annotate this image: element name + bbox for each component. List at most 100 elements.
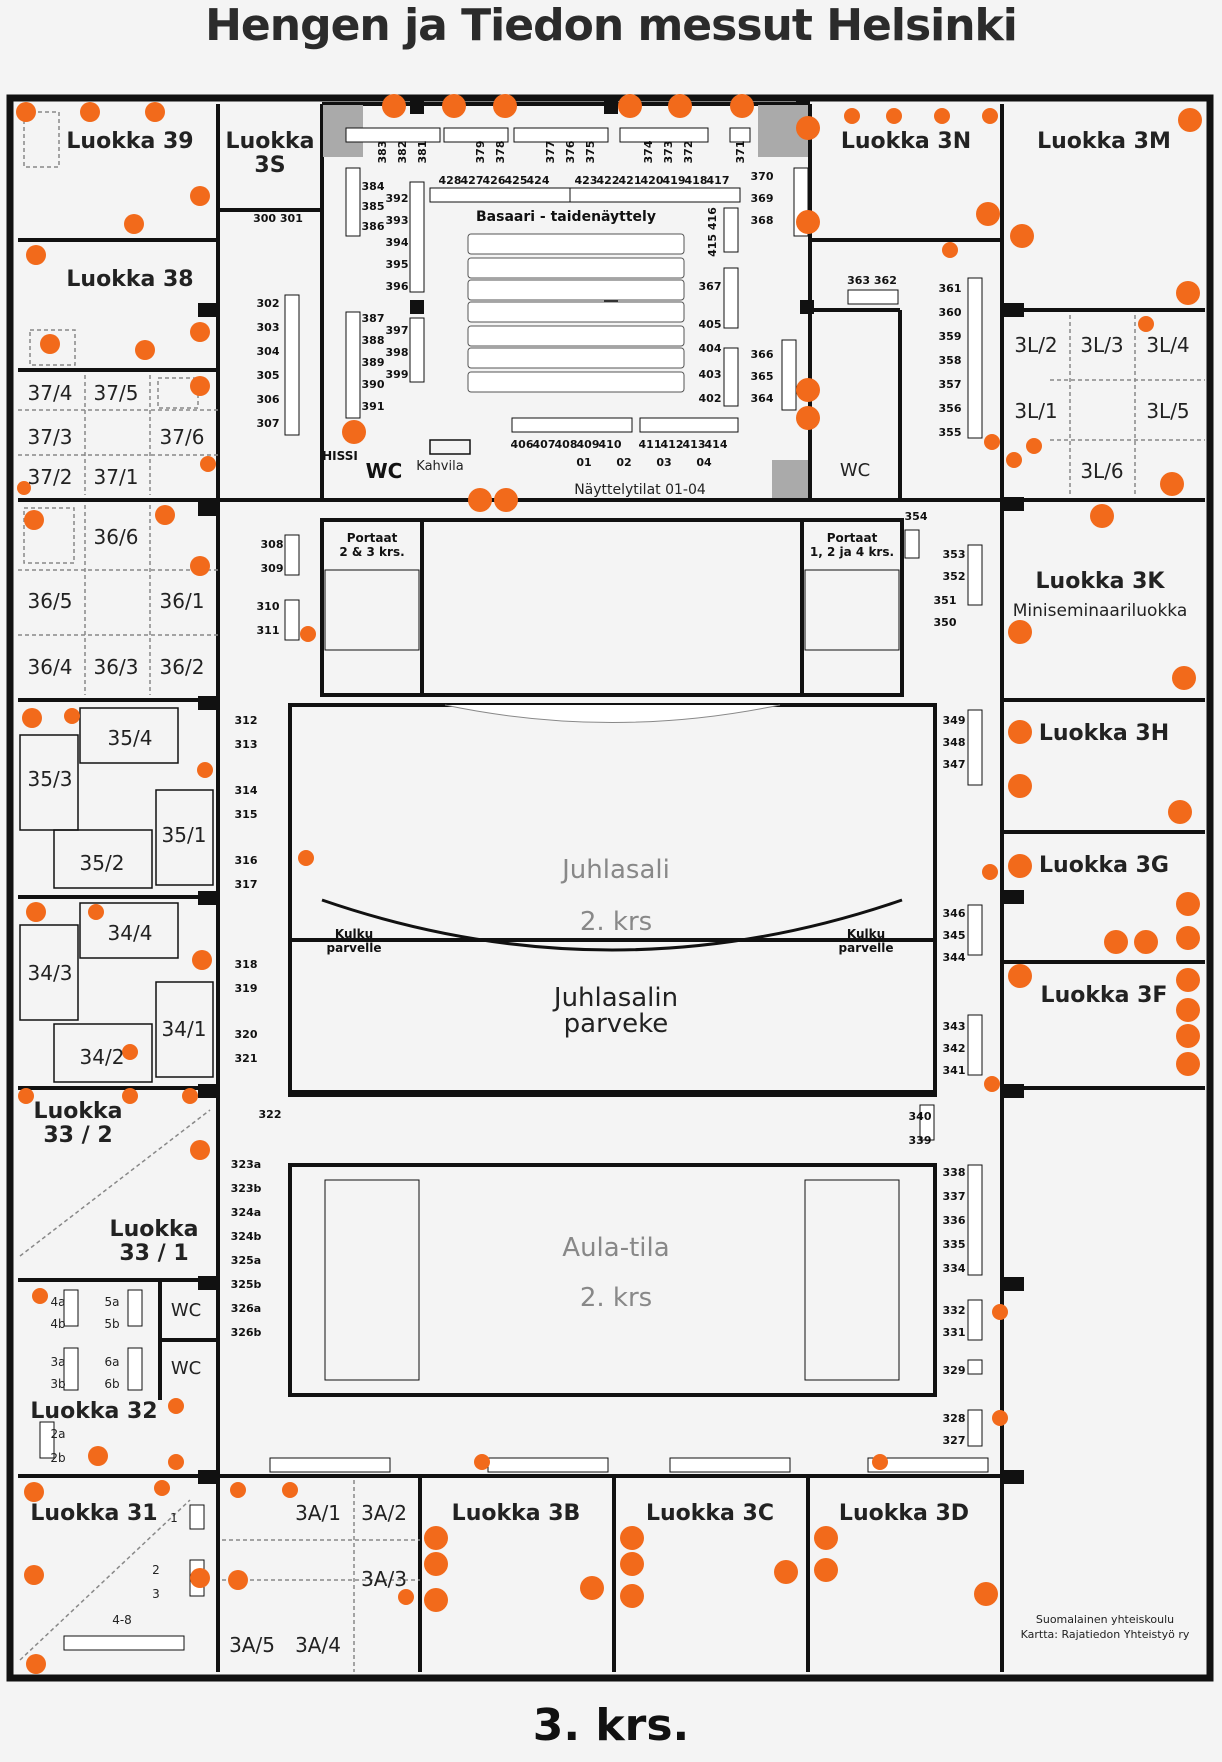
- room-luokka-3d: Luokka 3D: [839, 1501, 969, 1526]
- stand-319: 319: [235, 982, 258, 995]
- stand-328: 328: [943, 1412, 966, 1425]
- stand-302: 302: [257, 297, 280, 310]
- subroom-5b: 5b: [104, 1317, 119, 1331]
- stand-383: 383: [376, 141, 389, 164]
- kulku-right-line1: Kulku: [847, 927, 885, 941]
- stand-428: 428: [439, 174, 462, 187]
- nayttely-label: Näyttelytilat 01-04: [574, 482, 706, 498]
- credits-map: Kartta: Rajatiedon Yhteistyö ry: [1020, 1628, 1190, 1641]
- stand-411: 411: [639, 438, 662, 451]
- subroom-3b: 3b: [50, 1377, 65, 1391]
- portaat-left-line2: 2 & 3 krs.: [339, 545, 404, 559]
- stand-387: 387: [362, 312, 385, 325]
- stand-379: 379: [474, 141, 487, 164]
- portaat-right-line1: Portaat: [827, 531, 878, 545]
- stand-373: 373: [662, 141, 675, 164]
- stand-423: 423: [575, 174, 598, 187]
- stand-312: 312: [235, 714, 258, 727]
- portaat-right-line2: 1, 2 ja 4 krs.: [810, 545, 894, 559]
- subroom-4b: 4b: [50, 1317, 65, 1331]
- stand-386: 386: [362, 220, 385, 233]
- stand-395: 395: [386, 258, 409, 271]
- stand-341: 341: [943, 1064, 966, 1077]
- subroom-6b: 6b: [104, 1377, 119, 1391]
- stand-325a: 325a: [231, 1254, 261, 1267]
- stand-340: 340: [909, 1110, 932, 1123]
- stand-309: 309: [261, 562, 284, 575]
- stand-355: 355: [939, 426, 962, 439]
- stand-315: 315: [235, 808, 258, 821]
- room-luokka-3n: Luokka 3N: [841, 129, 971, 154]
- stand-396: 396: [386, 280, 409, 293]
- stand-381: 381: [416, 141, 429, 164]
- aula-label: Aula-tila: [562, 1233, 669, 1263]
- stand-326b: 326b: [231, 1326, 262, 1339]
- subroom-36-1: 36/1: [160, 589, 205, 613]
- hissi-label: HISSI: [322, 449, 358, 463]
- stand-304: 304: [257, 345, 280, 358]
- subroom-37-3: 37/3: [28, 425, 73, 449]
- subroom-2: 2: [152, 1563, 160, 1577]
- stand-370: 370: [751, 170, 774, 183]
- parveke-line1: Juhlasalin: [552, 983, 678, 1013]
- wc-label-left-2: WC: [171, 1358, 201, 1379]
- stand-374: 374: [642, 140, 655, 163]
- stand-385: 385: [362, 200, 385, 213]
- stand-308: 308: [261, 538, 284, 551]
- stand-303: 303: [257, 321, 280, 334]
- stand-372: 372: [682, 141, 695, 164]
- subroom-35-4: 35/4: [108, 726, 153, 750]
- room-luokka-3s-line1: Luokka: [226, 129, 315, 154]
- subroom-34-3: 34/3: [28, 961, 73, 985]
- stand-384: 384: [362, 180, 385, 193]
- stand-01: 01: [576, 456, 591, 469]
- subroom-3L-6: 3L/6: [1080, 459, 1123, 483]
- subroom-3L-5: 3L/5: [1146, 399, 1189, 423]
- stand-390: 390: [362, 378, 385, 391]
- stand-318: 318: [235, 958, 258, 971]
- stand-316: 316: [235, 854, 258, 867]
- stand-346: 346: [943, 907, 966, 920]
- stand-323a: 323a: [231, 1158, 261, 1171]
- stand-339: 339: [909, 1134, 932, 1147]
- stand-404: 404: [699, 342, 722, 355]
- stand-350: 350: [934, 616, 957, 629]
- subroom-36-2: 36/2: [160, 655, 205, 679]
- room-luokka-3h: Luokka 3H: [1039, 721, 1169, 746]
- subroom-35-3: 35/3: [28, 767, 73, 791]
- stand-366: 366: [751, 348, 774, 361]
- stand-337: 337: [943, 1190, 966, 1203]
- room-luokka-3m: Luokka 3M: [1037, 129, 1171, 154]
- room-luokka-33-1-line2: 33 / 1: [119, 1241, 188, 1266]
- stand-325b: 325b: [231, 1278, 262, 1291]
- stand-376: 376: [564, 140, 577, 163]
- stand-421: 421: [619, 174, 642, 187]
- subroom-37-2: 37/2: [28, 465, 73, 489]
- subroom-3A-5: 3A/5: [229, 1633, 275, 1657]
- stand-382: 382: [396, 141, 409, 164]
- subroom-3L-4: 3L/4: [1146, 333, 1189, 357]
- stand-310: 310: [257, 600, 280, 613]
- subroom-4-8: 4-8: [112, 1613, 132, 1627]
- room-luokka-3s-line2: 3S: [254, 153, 285, 178]
- stand-305: 305: [257, 369, 280, 382]
- subroom-5a: 5a: [105, 1295, 120, 1309]
- subroom-4a: 4a: [51, 1295, 66, 1309]
- stand-336: 336: [943, 1214, 966, 1227]
- room-luokka-3k: Luokka 3K: [1036, 569, 1166, 594]
- stand-363-362: 363 362: [847, 274, 897, 287]
- stand-357: 357: [939, 378, 962, 391]
- stand-397: 397: [386, 324, 409, 337]
- subroom-3a: 3a: [51, 1355, 66, 1369]
- wc-label-left-1: WC: [171, 1300, 201, 1321]
- stand-425: 425: [505, 174, 528, 187]
- stand-306: 306: [257, 393, 280, 406]
- outer-wall: [6, 94, 1214, 1682]
- stand-361: 361: [939, 282, 962, 295]
- stand-393: 393: [386, 214, 409, 227]
- stand-344: 344: [943, 951, 966, 964]
- stand-367: 367: [699, 280, 722, 293]
- stand-405: 405: [699, 318, 722, 331]
- stand-371: 371: [734, 141, 747, 164]
